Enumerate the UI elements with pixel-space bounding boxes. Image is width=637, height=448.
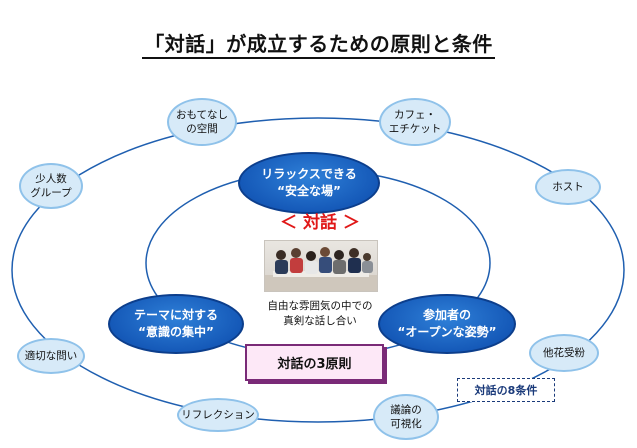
condition-host: ホスト — [535, 169, 601, 205]
people-illustration — [265, 247, 377, 291]
group-discussion-photo — [264, 240, 378, 292]
condition-cross-pollination: 他花受粉 — [529, 334, 599, 372]
principle-open-attitude: 参加者の “オープンな姿勢” — [378, 294, 516, 354]
condition-hospitality-space: おもてなし の空間 — [167, 98, 237, 146]
principles-box: 対話の3原則 — [245, 344, 384, 381]
principle-safe-space: リラックスできる “安全な場” — [238, 152, 380, 214]
condition-small-group: 少人数 グループ — [19, 163, 83, 209]
center-label: ＜ 対話 ＞ — [280, 213, 360, 233]
conditions-box: 対話の8条件 — [457, 378, 555, 402]
condition-visualization: 議論の 可視化 — [373, 394, 439, 440]
principle-focus-on-theme: テーマに対する “意識の集中” — [108, 294, 244, 354]
condition-good-question: 適切な問い — [17, 338, 85, 374]
diagram-title: 「対話」が成立するための原則と条件 — [0, 28, 637, 59]
outer-ring — [11, 117, 625, 423]
center-description: 自由な雰囲気の中での 真剣な話し合い — [267, 300, 373, 327]
condition-reflection: リフレクション — [177, 398, 259, 432]
condition-cafe-etiquette: カフェ・ エチケット — [379, 98, 451, 146]
